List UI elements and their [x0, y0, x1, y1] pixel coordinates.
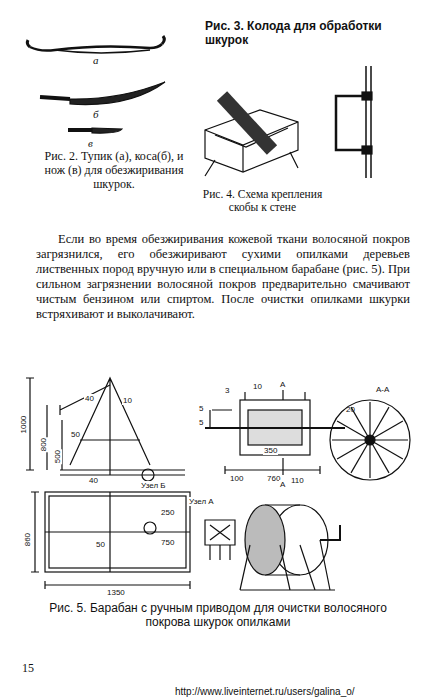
- drum-spoke: [337, 440, 370, 459]
- dimension: 50: [95, 540, 106, 549]
- dimension: 100: [229, 474, 244, 483]
- dimension: 860: [23, 532, 32, 547]
- dimension: 350: [263, 446, 278, 455]
- dimension: 1350: [106, 588, 126, 597]
- callout-number: 5: [198, 404, 204, 413]
- page-number: 15: [22, 662, 34, 676]
- dimension: 10: [122, 396, 133, 405]
- dimension: 40: [88, 476, 99, 485]
- figure-caption: Рис. 3. Колода для обработки шкурок: [205, 20, 390, 48]
- dimension: 40: [84, 394, 95, 403]
- figure-letter: а: [93, 54, 99, 67]
- figure-caption: Рис. 2. Тупик (а), коса(б), и нож (в) дл…: [34, 150, 194, 191]
- detail-label: Узел Б: [140, 481, 167, 490]
- figure-caption: Рис. 4. Схема крепления скобы к стене: [200, 188, 325, 214]
- drum-spoke: [332, 439, 370, 440]
- drum-spoke: [370, 421, 403, 440]
- drum-spoke: [370, 440, 389, 473]
- dimension: 10: [252, 382, 263, 391]
- figure-letter: б: [93, 108, 99, 121]
- dimension: 20: [345, 405, 356, 414]
- section-mark: А: [279, 480, 286, 489]
- drum-spoke: [369, 440, 370, 478]
- dimension: 800: [39, 437, 48, 452]
- detail-label: Узел А: [188, 497, 215, 506]
- section-mark: А: [279, 380, 286, 389]
- section-mark: А-А: [375, 385, 390, 394]
- watermark: http://www.liveinternet.ru/users/galina_…: [175, 686, 355, 698]
- figure-caption: Рис. 5. Барабан с ручным приводом для оч…: [38, 602, 398, 630]
- figure-letter: в: [88, 137, 93, 150]
- drum-spoke: [369, 402, 370, 440]
- dimension: 50: [70, 430, 81, 439]
- callout-number: 5: [198, 418, 204, 427]
- drum-spoke: [370, 439, 408, 440]
- dimension: 1000: [19, 415, 28, 435]
- body-paragraph: Если во время обезжиривания кожевой ткан…: [36, 232, 410, 322]
- dimension: 250: [160, 508, 175, 517]
- dimension: 500: [53, 449, 62, 464]
- dimension: 750: [160, 538, 175, 547]
- dimension: 110: [290, 476, 305, 485]
- callout-number: 3: [224, 386, 230, 395]
